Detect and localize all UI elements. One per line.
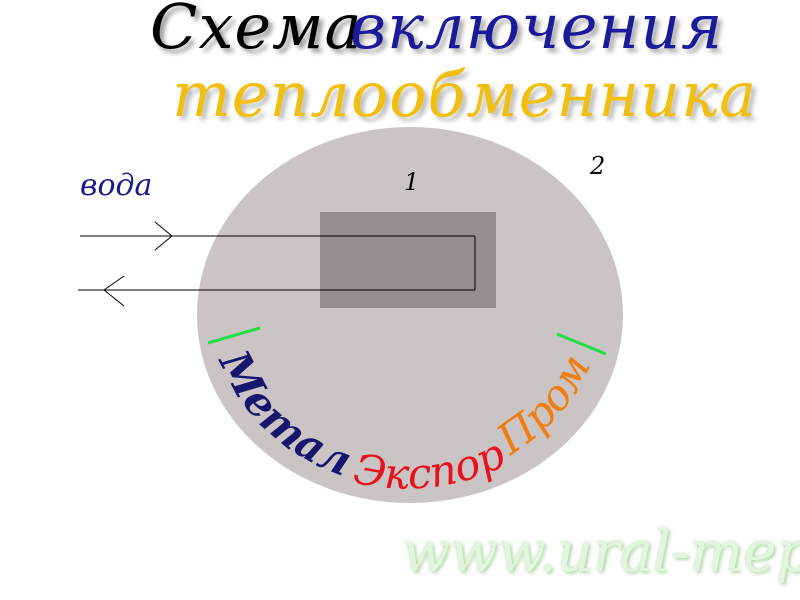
outlet-pipe — [78, 275, 475, 307]
title-word-connection: включения — [350, 0, 724, 63]
url-watermark: www.ural-mep.ru — [402, 520, 800, 585]
water-label: вода — [80, 168, 153, 203]
marker-2: 2 — [590, 152, 606, 180]
accent-line-right — [556, 332, 607, 356]
inlet-pipe — [80, 221, 475, 251]
exchanger-box — [320, 212, 496, 308]
title-word-heat-exchanger: теплообменника — [172, 58, 758, 131]
inlet-arrow-icon — [154, 221, 173, 251]
outlet-arrow-icon — [103, 275, 125, 307]
marker-1: 1 — [404, 168, 420, 196]
housing-ellipse — [197, 127, 623, 503]
accent-line-left — [207, 326, 261, 345]
title-word-scheme: Схема — [150, 0, 363, 63]
